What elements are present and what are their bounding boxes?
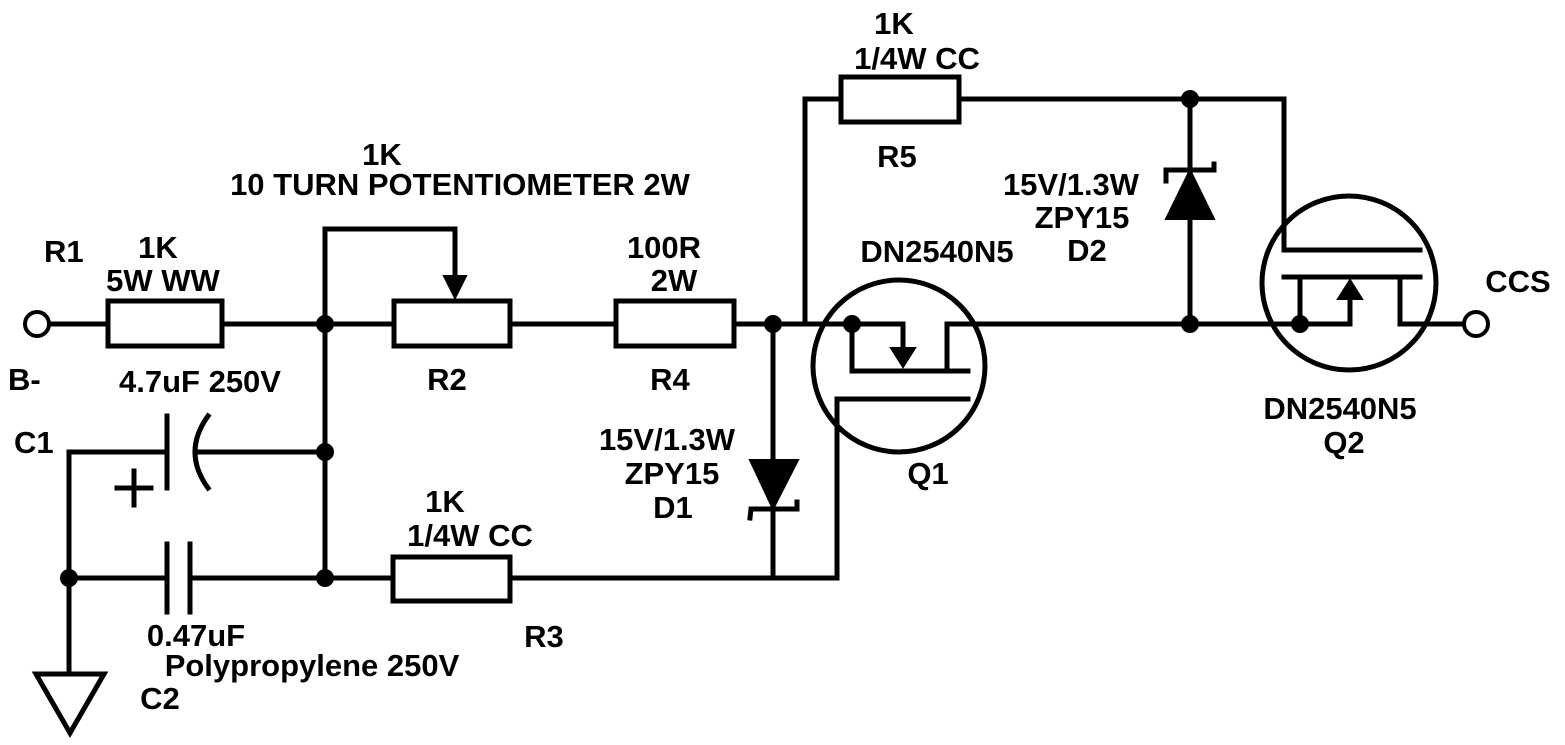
capacitor-c1 [114, 412, 212, 508]
c2-value: 0.47uF [147, 618, 245, 653]
d1-rating: 15V/1.3W [599, 422, 736, 457]
mosfet-q1 [810, 277, 988, 455]
input-terminal [23, 310, 51, 338]
d1-part: ZPY15 [625, 456, 720, 491]
r3-ref: R3 [524, 619, 564, 654]
q2-ref: Q2 [1323, 425, 1364, 460]
q2-part: DN2540N5 [1263, 391, 1416, 426]
d2-part: ZPY15 [1035, 200, 1130, 235]
r4-rating: 2W [651, 263, 698, 298]
ground-symbol [31, 671, 109, 739]
r4-body [613, 298, 737, 349]
c2-ref: C2 [140, 681, 180, 716]
c2-dielectric: Polypropylene 250V [165, 648, 460, 683]
r3-value: 1K [425, 484, 465, 519]
d2-ref: D2 [1067, 233, 1107, 268]
r2-desc: 10 TURN POTENTIOMETER 2W [230, 167, 691, 202]
output-terminal-label: CCS [1485, 264, 1550, 299]
r3-rating: 1/4W CC [407, 518, 533, 553]
r5-body [838, 74, 962, 125]
c1-value: 4.7uF 250V [119, 364, 281, 399]
r1-body [105, 298, 225, 349]
d1-ref: D1 [653, 490, 693, 525]
q1-ref: Q1 [907, 456, 948, 491]
r2-body [391, 298, 513, 349]
output-terminal [1462, 310, 1490, 338]
input-terminal-label: B- [8, 362, 41, 397]
junction-dots [60, 90, 1309, 587]
q1-part: DN2540N5 [860, 234, 1013, 269]
capacitor-c2 [164, 541, 193, 615]
r1-rating: 5W WW [106, 263, 220, 298]
zener-d2 [1163, 161, 1217, 220]
r2-value: 1K [362, 137, 402, 172]
zener-d1 [747, 459, 800, 521]
r4-value: 100R [627, 230, 701, 265]
r5-ref: R5 [877, 139, 917, 174]
c1-ref: C1 [14, 425, 54, 460]
r1-value: 1K [138, 230, 178, 265]
r5-value: 1K [874, 6, 914, 41]
mosfet-q2 [1259, 193, 1439, 373]
r1-ref: R1 [44, 234, 84, 269]
r2-wiper-arrow [442, 275, 468, 301]
resistors [105, 74, 962, 604]
d2-rating: 15V/1.3W [1003, 167, 1140, 202]
r4-ref: R4 [650, 362, 690, 397]
r5-rating: 1/4W CC [854, 41, 980, 76]
r2-ref: R2 [427, 362, 467, 397]
r3-body [390, 554, 513, 604]
labels: R1 1K 5W WW B- 4.7uF 250V C1 + 1K 10 TUR… [8, 6, 1551, 716]
